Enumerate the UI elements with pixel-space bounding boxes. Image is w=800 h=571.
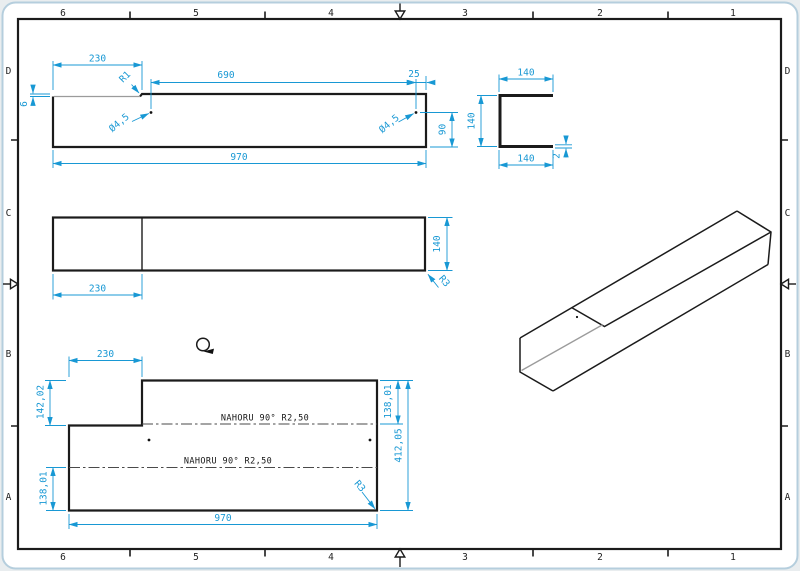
center-mark-top (393, 3, 407, 21)
zone-label-top-4: 4 (328, 8, 334, 19)
zone-label-left-B: B (6, 349, 12, 360)
dim-end-140-left: 140 (467, 112, 478, 129)
zone-label-bottom-4: 4 (328, 552, 334, 563)
zone-ticks-bottom (129, 549, 669, 557)
center-mark-bottom (393, 547, 407, 567)
zone-label-bottom-2: 2 (597, 552, 603, 563)
dim-flat-412-05: 412,05 (394, 428, 405, 462)
center-mark-left (3, 278, 20, 290)
isometric-view (519, 210, 772, 392)
flat-pattern-view: NAHORU 90° R2,50 NAHORU 90° R2,50 230 14… (36, 349, 413, 529)
zone-label-right-C: C (785, 208, 791, 219)
dim-front-970: 970 (230, 152, 247, 163)
dim-flat-138-01-right: 138,01 (383, 384, 394, 419)
bend-note-upper: NAHORU 90° R2,50 (221, 414, 309, 424)
zone-label-top-3: 3 (462, 8, 468, 19)
flat-hole-left (147, 438, 151, 442)
zone-label-top-5: 5 (193, 8, 199, 19)
zone-label-right-B: B (785, 349, 791, 360)
bend-note-lower: NAHORU 90° R2,50 (184, 457, 272, 467)
iso-inner-bend-edge (521, 323, 604, 372)
zone-label-right-A: A (785, 492, 791, 503)
flat-hole-right (368, 438, 372, 442)
dim-front-690: 690 (217, 70, 234, 81)
zone-label-left-D: D (6, 66, 12, 77)
rotation-symbol-icon (195, 337, 214, 354)
zone-label-bottom-6: 6 (60, 552, 66, 563)
zone-label-top-1: 1 (730, 8, 736, 19)
zone-label-left-C: C (6, 208, 12, 219)
center-mark-right (779, 278, 796, 290)
end-view: 140 140 140 2 (467, 68, 572, 169)
dim-flat-230: 230 (97, 349, 114, 360)
zone-label-right-D: D (785, 66, 791, 77)
dim-end-140-bottom: 140 (517, 154, 534, 165)
zone-label-bottom-3: 3 (462, 552, 468, 563)
dim-flat-142-02: 142,02 (36, 385, 47, 419)
front-hole-right (414, 111, 418, 114)
zone-ticks-right (781, 139, 788, 427)
iso-hole (575, 315, 579, 319)
dim-flat-970: 970 (214, 513, 231, 524)
zone-label-bottom-1: 1 (730, 552, 736, 563)
dim-flat-138-01-left: 138,01 (39, 471, 50, 506)
zone-ticks-top (129, 11, 669, 19)
zone-ticks-left (11, 139, 18, 427)
dim-end-140-top: 140 (517, 68, 534, 79)
dim-plan-140: 140 (432, 235, 443, 252)
dim-plan-230: 230 (89, 284, 106, 295)
zone-label-left-A: A (6, 492, 12, 503)
dim-front-90: 90 (438, 124, 449, 136)
dim-end-2: 2 (552, 153, 563, 159)
zone-label-top-2: 2 (597, 8, 603, 19)
dim-front-230: 230 (89, 54, 106, 65)
zone-label-bottom-5: 5 (193, 552, 199, 563)
title-frame: 6 5 4 3 2 1 6 5 4 3 2 1 D C B A D C B A (3, 3, 796, 567)
dim-front-6: 6 (19, 101, 30, 107)
zone-label-top-6: 6 (60, 8, 66, 19)
front-hole-left (149, 111, 153, 114)
dim-front-25: 25 (408, 69, 419, 80)
